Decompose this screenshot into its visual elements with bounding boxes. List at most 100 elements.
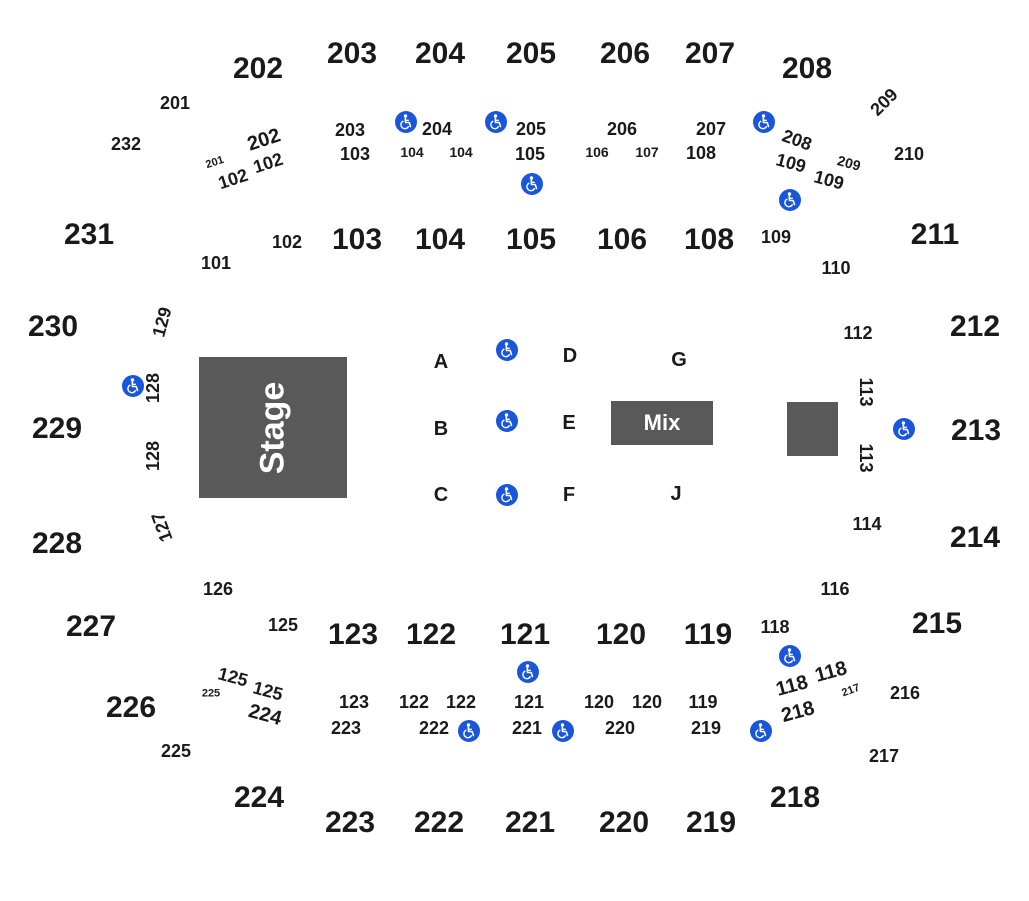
section-label[interactable]: 209 bbox=[866, 84, 902, 120]
section-label[interactable]: 118 bbox=[812, 657, 850, 687]
section-label[interactable]: 125 bbox=[215, 663, 251, 691]
section-label[interactable]: 218 bbox=[769, 781, 821, 814]
section-label[interactable]: 102 bbox=[215, 164, 251, 194]
section-label[interactable]: 106 bbox=[596, 223, 648, 256]
section-label[interactable]: 201 bbox=[204, 153, 226, 172]
section-label[interactable]: 105 bbox=[514, 144, 546, 164]
floor-row-g[interactable]: G bbox=[671, 349, 687, 371]
section-label[interactable]: 205 bbox=[515, 119, 547, 139]
section-label[interactable]: 230 bbox=[27, 310, 79, 343]
section-label[interactable]: 110 bbox=[821, 258, 851, 278]
section-label[interactable]: 120 bbox=[631, 692, 663, 712]
section-label[interactable]: 213 bbox=[950, 414, 1002, 447]
section-label[interactable]: 212 bbox=[949, 310, 1001, 343]
section-label[interactable]: 103 bbox=[339, 144, 371, 164]
section-label[interactable]: 121 bbox=[513, 692, 545, 712]
section-label[interactable]: 126 bbox=[202, 579, 234, 599]
floor-row-f[interactable]: F bbox=[562, 484, 576, 506]
section-label[interactable]: 220 bbox=[604, 718, 636, 738]
section-label[interactable]: 104 bbox=[414, 223, 466, 256]
floor-row-b[interactable]: B bbox=[433, 418, 449, 440]
section-label[interactable]: 219 bbox=[685, 806, 737, 839]
section-label[interactable]: 104 bbox=[449, 144, 473, 160]
section-label[interactable]: 214 bbox=[949, 521, 1001, 554]
section-label[interactable]: 208 bbox=[781, 52, 833, 85]
section-label[interactable]: 202 bbox=[232, 52, 284, 85]
floor-row-e[interactable]: E bbox=[562, 412, 576, 434]
section-label[interactable]: 105 bbox=[505, 223, 557, 256]
section-label[interactable]: 209 bbox=[835, 152, 863, 174]
section-label[interactable]: 128 bbox=[143, 372, 163, 404]
section-label[interactable]: 102 bbox=[271, 232, 303, 252]
section-label[interactable]: 114 bbox=[852, 514, 882, 534]
section-label[interactable]: 116 bbox=[820, 579, 850, 599]
section-label[interactable]: 122 bbox=[405, 618, 457, 651]
section-label[interactable]: 121 bbox=[499, 618, 551, 651]
section-label[interactable]: 104 bbox=[400, 144, 424, 160]
section-label[interactable]: 125 bbox=[267, 615, 299, 635]
section-label[interactable]: 208 bbox=[779, 125, 815, 155]
section-label[interactable]: 207 bbox=[684, 37, 736, 70]
section-label[interactable]: 222 bbox=[413, 806, 465, 839]
section-label[interactable]: 221 bbox=[504, 806, 556, 839]
section-label[interactable]: 210 bbox=[893, 144, 925, 164]
section-label[interactable]: 119 bbox=[683, 618, 733, 651]
section-label[interactable]: 216 bbox=[889, 683, 921, 703]
section-label[interactable]: 218 bbox=[779, 697, 817, 727]
section-label[interactable]: 203 bbox=[334, 120, 366, 140]
section-label[interactable]: 118 bbox=[773, 671, 811, 701]
section-label[interactable]: 125 bbox=[250, 677, 286, 705]
section-label[interactable]: 120 bbox=[595, 618, 647, 651]
section-label[interactable]: 205 bbox=[505, 37, 557, 70]
floor-row-j[interactable]: J bbox=[670, 483, 682, 505]
section-label[interactable]: 223 bbox=[324, 806, 376, 839]
section-label[interactable]: 113 bbox=[856, 377, 876, 407]
section-label[interactable]: 108 bbox=[683, 223, 735, 256]
section-label[interactable]: 107 bbox=[635, 144, 659, 160]
section-label[interactable]: 221 bbox=[511, 718, 543, 738]
section-label[interactable]: 122 bbox=[445, 692, 477, 712]
section-label[interactable]: 123 bbox=[338, 692, 370, 712]
section-label[interactable]: 232 bbox=[110, 134, 142, 154]
section-label[interactable]: 222 bbox=[418, 718, 450, 738]
section-label[interactable]: 231 bbox=[63, 218, 115, 251]
section-label[interactable]: 217 bbox=[840, 681, 862, 700]
section-label[interactable]: 106 bbox=[585, 144, 609, 160]
section-label[interactable]: 228 bbox=[31, 527, 83, 560]
section-label[interactable]: 103 bbox=[331, 223, 383, 256]
section-label[interactable]: 127 bbox=[147, 509, 177, 545]
floor-row-d[interactable]: D bbox=[562, 345, 578, 367]
section-label[interactable]: 108 bbox=[685, 143, 717, 163]
section-label[interactable]: 211 bbox=[910, 218, 960, 251]
section-label[interactable]: 206 bbox=[606, 119, 638, 139]
floor-row-c[interactable]: C bbox=[433, 484, 449, 506]
section-label[interactable]: 128 bbox=[143, 440, 163, 472]
section-label[interactable]: 118 bbox=[760, 617, 790, 637]
section-label[interactable]: 225 bbox=[160, 741, 192, 761]
section-label[interactable]: 204 bbox=[421, 119, 453, 139]
section-label[interactable]: 204 bbox=[414, 37, 466, 70]
section-label[interactable]: 229 bbox=[31, 412, 83, 445]
section-label[interactable]: 225 bbox=[201, 687, 221, 700]
section-label[interactable]: 207 bbox=[695, 119, 727, 139]
section-label[interactable]: 224 bbox=[246, 700, 284, 730]
section-label[interactable]: 120 bbox=[583, 692, 615, 712]
section-label[interactable]: 220 bbox=[598, 806, 650, 839]
section-label[interactable]: 224 bbox=[233, 781, 285, 814]
section-label[interactable]: 129 bbox=[148, 304, 176, 340]
section-label[interactable]: 226 bbox=[105, 691, 157, 724]
section-label[interactable]: 112 bbox=[843, 323, 873, 343]
section-label[interactable]: 109 bbox=[811, 166, 847, 194]
floor-row-a[interactable]: A bbox=[433, 351, 449, 373]
section-label[interactable]: 122 bbox=[398, 692, 430, 712]
section-label[interactable]: 113 bbox=[856, 443, 876, 473]
section-label[interactable]: 119 bbox=[688, 692, 718, 712]
section-label[interactable]: 109 bbox=[773, 149, 809, 177]
section-label[interactable]: 219 bbox=[690, 718, 722, 738]
section-label[interactable]: 101 bbox=[200, 253, 232, 273]
section-label[interactable]: 227 bbox=[65, 610, 117, 643]
section-label[interactable]: 203 bbox=[326, 37, 378, 70]
section-label[interactable]: 206 bbox=[599, 37, 651, 70]
section-label[interactable]: 123 bbox=[327, 618, 379, 651]
section-label[interactable]: 217 bbox=[868, 746, 900, 766]
